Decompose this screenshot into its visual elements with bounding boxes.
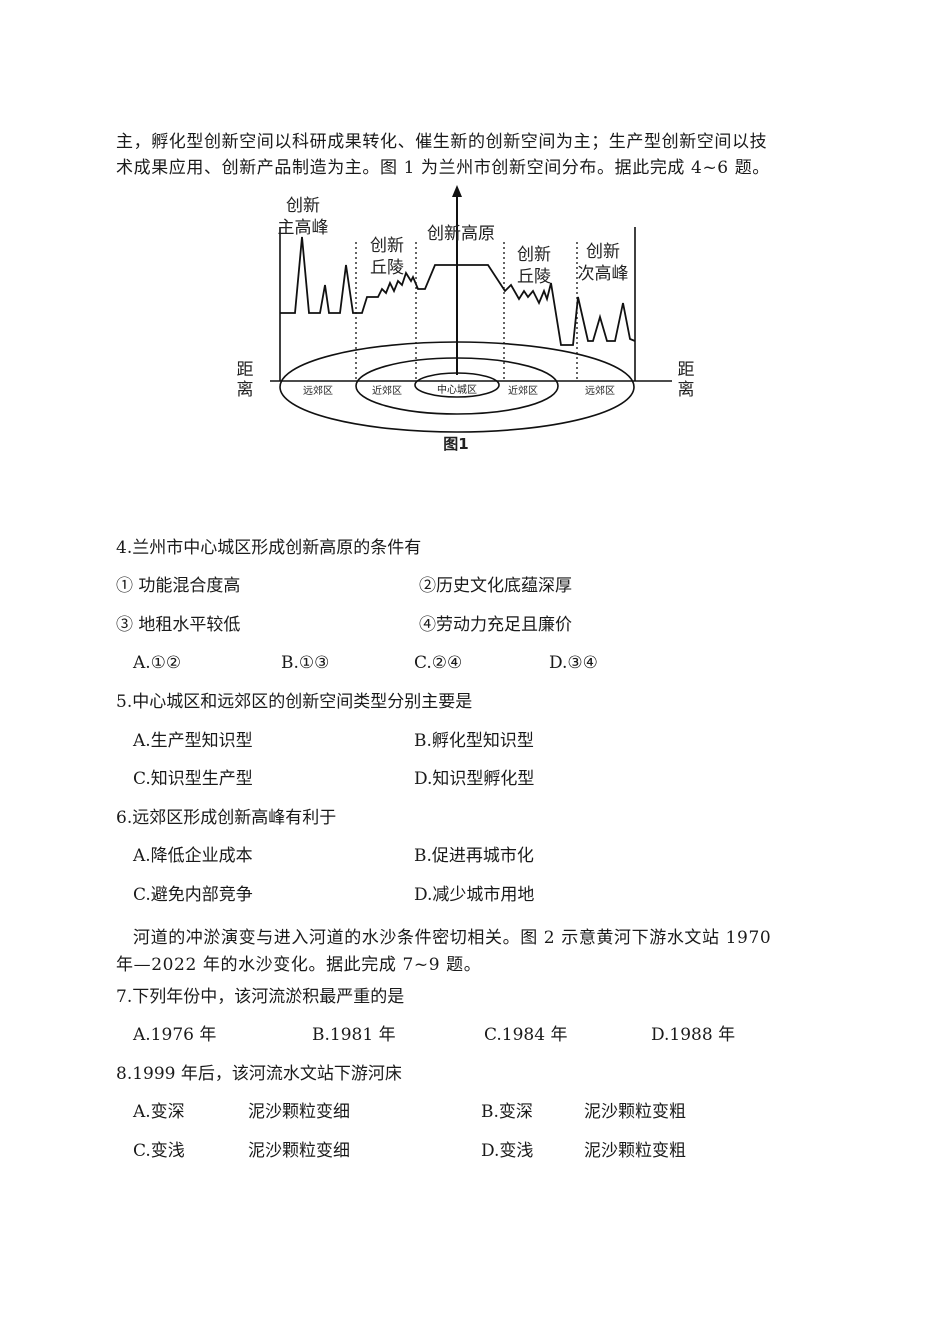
zone-label: 远郊区 [303,384,333,397]
vertical-axis-arrow [452,185,462,197]
zone-label: 远郊区 [585,384,615,397]
label-main-peak-line1: 创新 [286,196,320,216]
q4-option-c[interactable]: C.②④ [414,653,463,673]
q6-option-b[interactable]: B.促进再城市化 [414,846,534,866]
axis-label-right: 距 离 [678,360,695,400]
q8-option-b-label: B.变深 [481,1102,533,1122]
q8-option-d-label: D.变浅 [481,1141,534,1161]
intro-line-1: 主，孵化型创新空间以科研成果转化、催生新的创新空间为主；生产型创新空间以技 [116,132,768,152]
label-hill-left-line1: 创新 [370,236,404,256]
q7-option-b[interactable]: B.1981 年 [312,1025,396,1045]
q8-option-a-label: A.变深 [133,1102,185,1122]
q5-option-c[interactable]: C.知识型生产型 [133,769,253,789]
q6-option-c[interactable]: C.避免内部竞争 [133,885,253,905]
q4-statement-4: ④劳动力充足且廉价 [419,615,572,635]
q5-option-a[interactable]: A.生产型知识型 [133,731,253,751]
q8-option-b[interactable]: B.变深 [481,1101,533,1123]
middle-ring-near-suburb [355,357,559,415]
q4-option-d[interactable]: D.③④ [549,653,598,673]
label-sub-peak-line2: 次高峰 [578,264,629,284]
q7-option-a[interactable]: A.1976 年 [133,1025,217,1045]
q4-option-a[interactable]: A.①② [133,653,182,673]
inner-ring-center [414,372,500,398]
question-4-stem: 4.兰州市中心城区形成创新高原的条件有 [116,538,422,558]
q5-option-d[interactable]: D.知识型孵化型 [414,769,535,789]
q7-option-d[interactable]: D.1988 年 [651,1025,736,1045]
axis-label-left: 距 离 [237,360,254,400]
q4-statement-1: ① 功能混合度高 [116,576,241,596]
label-main-peak-line2: 主高峰 [278,218,329,238]
q4-statement-3: ③ 地租水平较低 [116,615,241,635]
intro-line-2: 术成果应用、创新产品制造为主。图 1 为兰州市创新空间分布。据此完成 4~6 题… [116,158,770,178]
question-6-stem: 6.远郊区形成创新高峰有利于 [116,808,337,828]
axis-label-right-char2: 离 [678,380,695,400]
q6-option-d[interactable]: D.减少城市用地 [414,885,535,905]
axis-label-left-char2: 离 [237,380,254,400]
outer-ring-far-suburb [279,341,635,433]
question-7-stem: 7.下列年份中，该河流淤积最严重的是 [116,987,405,1007]
figure-1-innovation-space-diagram: 创新 主高峰 创新 丘陵 创新高原 创新 丘陵 创新 次高峰 距 离 距 离 远… [237,185,695,453]
label-hill-left-line2: 丘陵 [370,258,404,278]
innovation-profile-curve [280,236,636,346]
label-sub-peak: 创新 次高峰 [578,242,629,284]
question-5-stem: 5.中心城区和远郊区的创新空间类型分别主要是 [116,692,473,712]
label-hill-right-line1: 创新 [517,245,551,265]
zone-label: 近郊区 [372,384,402,397]
label-hill-right-line2: 丘陵 [517,267,551,287]
zone-label: 近郊区 [508,384,538,397]
passage-2-line-2: 年—2022 年的水沙变化。据此完成 7~9 题。 [116,955,482,975]
axis-label-right-char1: 距 [678,360,695,380]
axis-label-left-char1: 距 [237,360,254,380]
q5-option-b[interactable]: B.孵化型知识型 [414,731,534,751]
label-hill-right: 创新 丘陵 [517,245,551,287]
zone-label: 中心城区 [437,383,477,396]
q8-option-c[interactable]: C.变浅 [133,1140,185,1162]
q8-option-d[interactable]: D.变浅 [481,1140,533,1162]
q4-statement-2: ②历史文化底蕴深厚 [419,576,572,596]
passage-2-line-1: 河道的冲淤演变与进入河道的水沙条件密切相关。图 2 示意黄河下游水文站 1970 [133,928,772,948]
label-hill-left: 创新 丘陵 [370,236,404,278]
q8-option-c-detail[interactable]: 泥沙颗粒变细 [248,1141,350,1161]
question-8-stem: 8.1999 年后，该河流水文站下游河床 [116,1064,402,1084]
figure-caption: 图1 [443,435,468,453]
q4-option-b[interactable]: B.①③ [281,653,330,673]
q7-option-c[interactable]: C.1984 年 [484,1025,568,1045]
label-plateau: 创新高原 [427,224,495,244]
q8-option-b-detail[interactable]: 泥沙颗粒变粗 [584,1102,686,1122]
label-sub-peak-line1: 创新 [586,242,620,262]
q8-option-a-detail[interactable]: 泥沙颗粒变细 [248,1102,350,1122]
q8-option-d-detail[interactable]: 泥沙颗粒变粗 [584,1141,686,1161]
q8-option-a[interactable]: A.变深 [133,1101,185,1123]
q8-option-c-label: C.变浅 [133,1141,185,1161]
label-main-peak: 创新 主高峰 [278,196,329,238]
q6-option-a[interactable]: A.降低企业成本 [133,846,253,866]
